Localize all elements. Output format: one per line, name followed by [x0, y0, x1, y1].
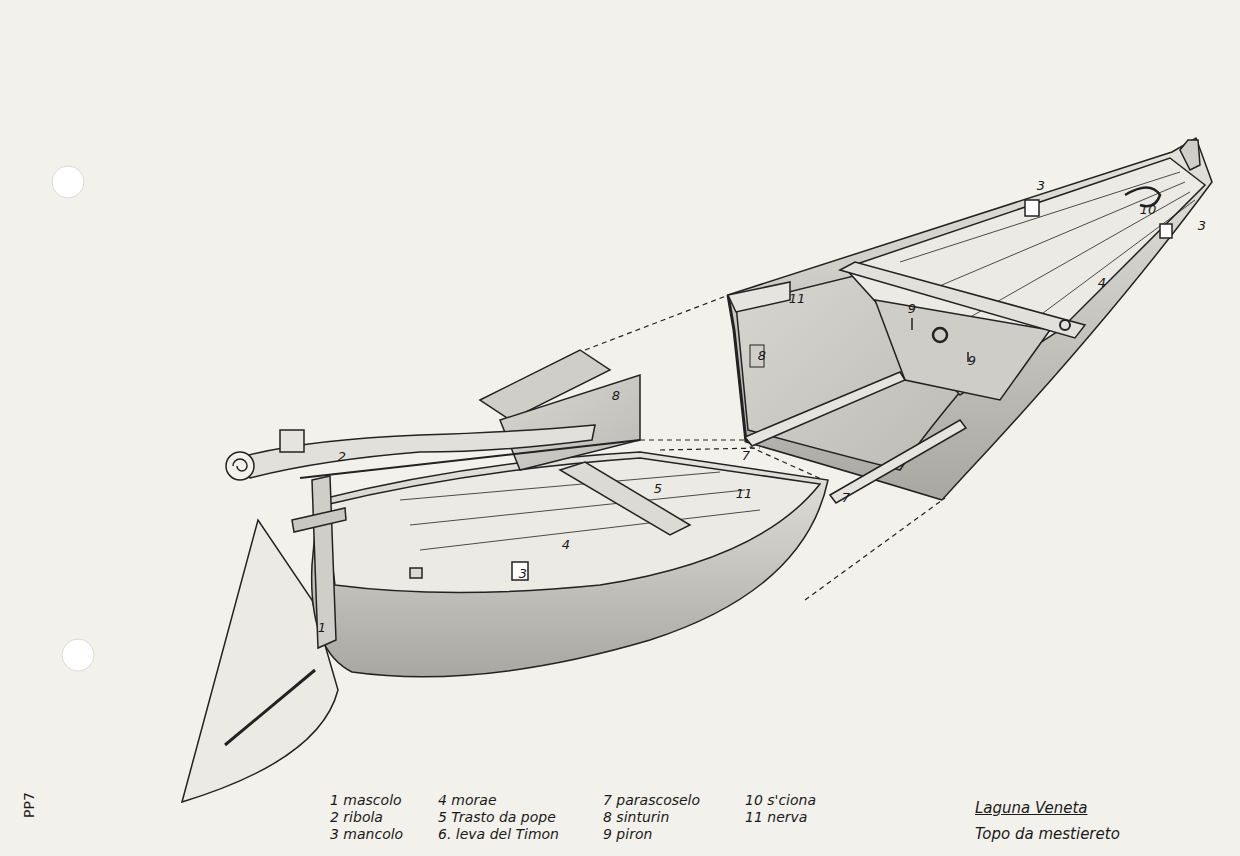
legend-entry: 1 mascolo [330, 793, 402, 808]
legend-entry: 8 sinturin [603, 810, 669, 825]
legend-entry: 5 Trasto da pope [438, 810, 556, 825]
legend-entry: 3 mancolo [330, 827, 403, 842]
legend-entry: 2 ribola [330, 810, 383, 825]
callout-number: 3 [1035, 179, 1047, 193]
callout-number: 11 [787, 292, 808, 306]
legend-entry: 7 parascoselo [603, 793, 700, 808]
sheet-code: PP7 [22, 792, 37, 818]
boat-caption: Topo da mestiereto [975, 826, 1120, 843]
callout-number: 11 [734, 487, 755, 501]
callout-number: 7 [840, 491, 852, 505]
legend-entry: 9 piron [603, 827, 652, 842]
aft-section [182, 350, 828, 802]
legend-entry: 10 s'ciona [745, 793, 816, 808]
callout-number: 9 [966, 354, 978, 368]
place-title: Laguna Veneta [975, 800, 1087, 817]
callout-number: 9 [906, 302, 918, 316]
punch-hole [62, 639, 94, 671]
fore-section [728, 138, 1212, 503]
callout-number: 2 [336, 450, 348, 464]
callout-number: 10 [1138, 203, 1159, 217]
legend-entry: 6. leva del Timon [438, 827, 559, 842]
callout-number: 3 [517, 567, 529, 581]
legend-entry: 4 morae [438, 793, 497, 808]
punch-hole [52, 166, 84, 198]
callout-number: 5 [652, 482, 664, 496]
callout-number: 4 [1096, 276, 1108, 290]
callout-number: 4 [560, 538, 572, 552]
callout-number: 8 [756, 349, 768, 363]
callout-number: 7 [740, 449, 752, 463]
callout-number: 1 [316, 621, 328, 635]
callout-number: 8 [610, 389, 622, 403]
legend-entry: 11 nerva [745, 810, 807, 825]
callout-number: 3 [1196, 219, 1208, 233]
